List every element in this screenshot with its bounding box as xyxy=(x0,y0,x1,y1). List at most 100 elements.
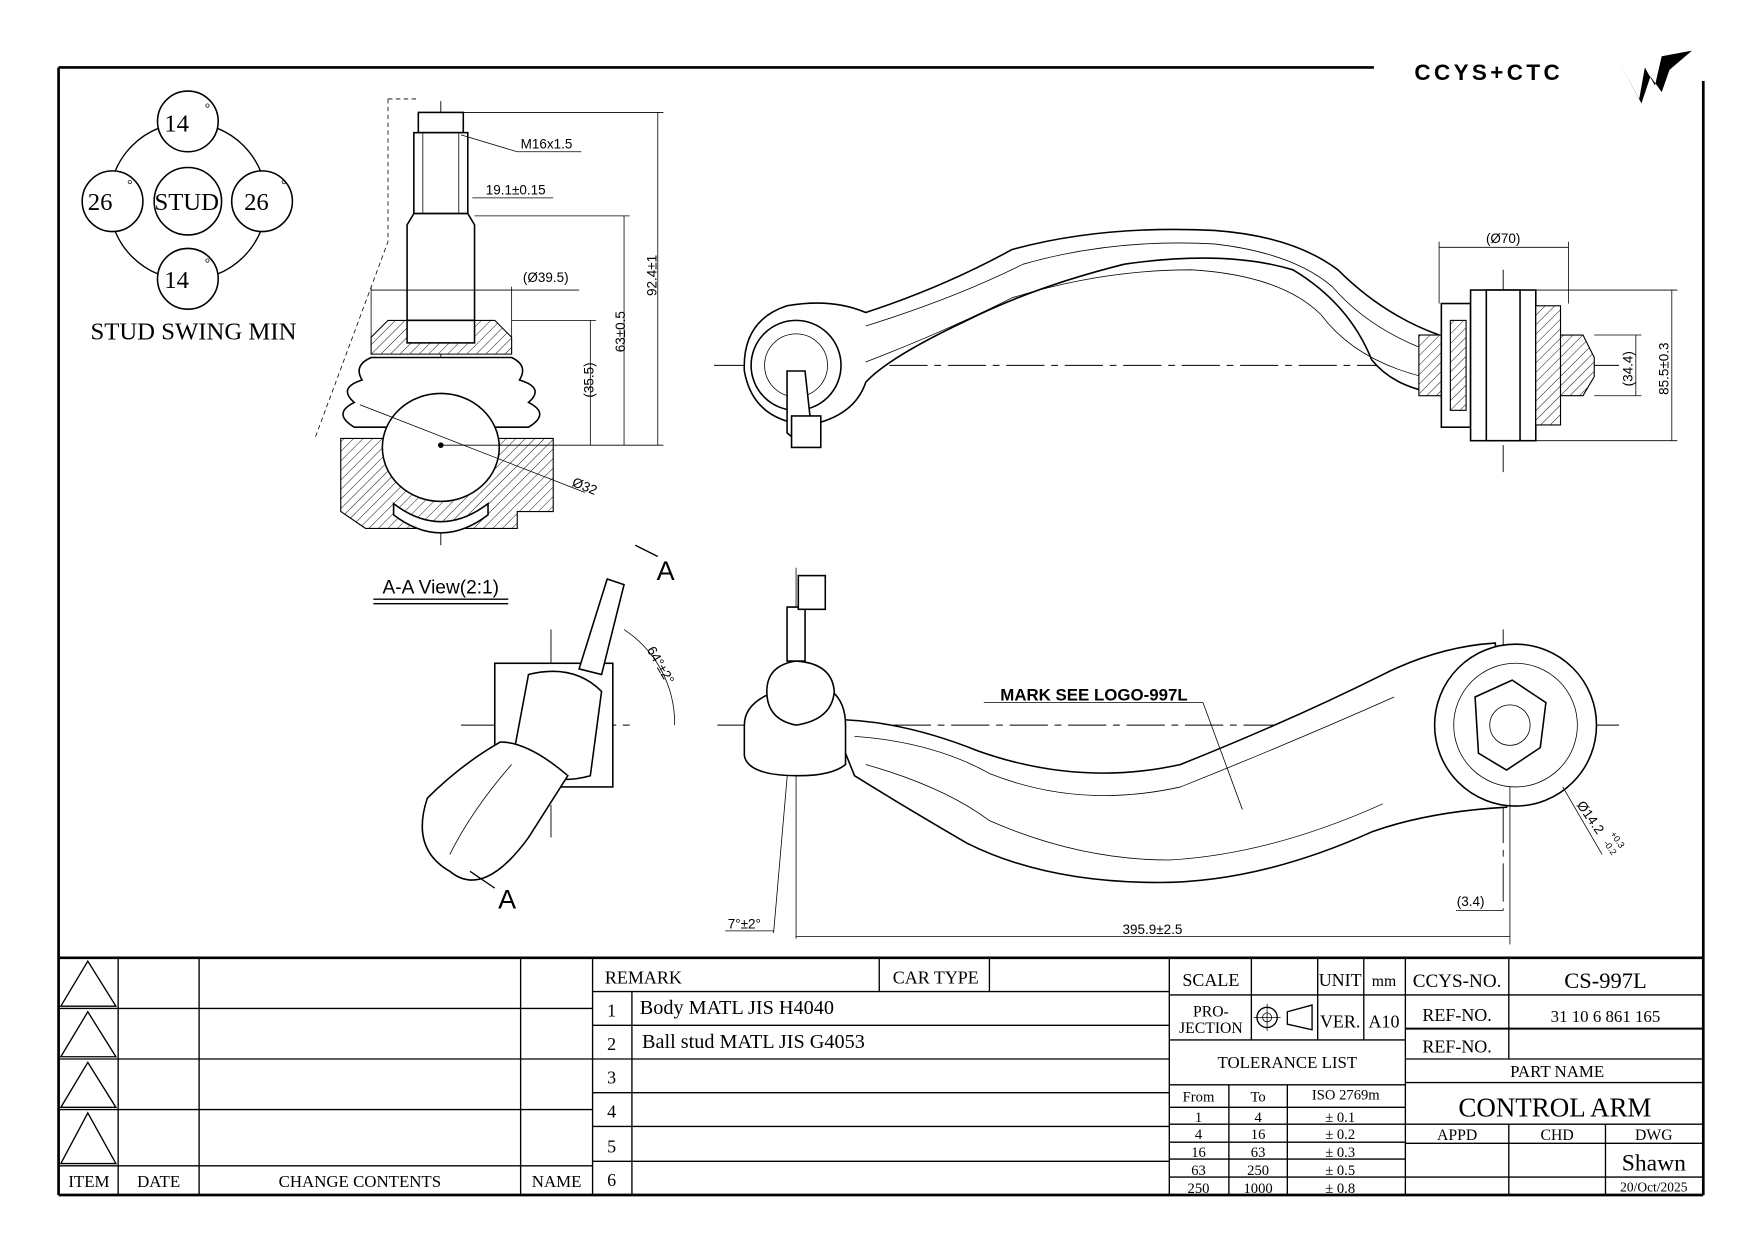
car-type-label: CAR TYPE xyxy=(893,968,979,988)
remark-text: Ball stud MATL JIS G4053 xyxy=(642,1031,865,1053)
logo-text: CCYS+CTC xyxy=(1414,60,1563,85)
swing-angle-dimension: 64°±2° xyxy=(644,644,677,687)
projection-label: PRO- xyxy=(1193,1003,1229,1020)
degree-mark: ° xyxy=(205,100,210,115)
remark-no: 2 xyxy=(607,1034,616,1054)
spec-block: SCALE UNIT mm PRO- JECTION VER. A10 TOLE… xyxy=(1169,957,1407,1197)
tolerance-from: 63 xyxy=(1191,1163,1206,1179)
remark-no: 5 xyxy=(607,1136,616,1156)
tolerance-row: 63 250 ± 0.5 xyxy=(1191,1163,1355,1179)
remark-no: 3 xyxy=(607,1068,616,1088)
boot-diameter-dimension: (Ø39.5) xyxy=(523,270,569,285)
stud-swing-caption: STUD SWING MIN xyxy=(90,319,296,346)
tolerance-value: ± 0.3 xyxy=(1325,1145,1355,1161)
tolerance-to: 250 xyxy=(1247,1163,1269,1179)
tolerance-row: 1 4 ± 0.1 xyxy=(1195,1110,1355,1126)
tolerance-row: 250 1000 ± 0.8 xyxy=(1188,1181,1356,1197)
overall-length-dimension: 395.9±2.5 xyxy=(1122,922,1182,937)
projection-label: JECTION xyxy=(1179,1020,1243,1037)
remark-table: REMARK CAR TYPE 1 Body MATL JIS H4040 2 … xyxy=(592,957,1170,1196)
title-block: CCYS-NO. CS-997L REF-NO. 31 10 6 861 165… xyxy=(1405,957,1704,1196)
degree-mark: ° xyxy=(281,177,286,192)
tolerance-row: 16 63 ± 0.3 xyxy=(1191,1145,1355,1161)
angled-ball-joint-view: A A 64°±2° xyxy=(421,544,677,914)
drawing-date: 20/Oct/2025 xyxy=(1620,1180,1688,1195)
drawn-label: DWG xyxy=(1635,1127,1673,1144)
degree-mark: ° xyxy=(205,256,210,271)
swing-center-label: STUD xyxy=(154,189,219,216)
checked-label: CHD xyxy=(1541,1127,1574,1144)
swing-right-value: 26 xyxy=(244,189,269,216)
section-view-aa: M16x1.5 19.1±0.15 (Ø39.5) 92.4±1 63±0.5 … xyxy=(314,98,664,605)
part-name-value: CONTROL ARM xyxy=(1458,1092,1651,1122)
ball-diameter-dimension: Ø32 xyxy=(570,475,599,498)
offset-dimension: (3.4) xyxy=(1457,894,1485,909)
tolerance-from: 250 xyxy=(1188,1181,1210,1197)
revision-header-date: DATE xyxy=(137,1172,180,1191)
approved-label: APPD xyxy=(1437,1127,1477,1144)
bore-diameter-dimension: Ø14.2 xyxy=(1574,798,1607,837)
stud-angle-dimension: 7°±2° xyxy=(728,917,761,932)
side-view-arm: MARK SEE LOGO-997L Ø14.2 +0.3 -0.2 (3.4)… xyxy=(717,567,1627,945)
tolerance-to: 16 xyxy=(1251,1127,1266,1143)
version-value: A10 xyxy=(1369,1012,1400,1032)
tolerance-value: ± 0.5 xyxy=(1325,1163,1355,1179)
drawing-frame xyxy=(57,66,1705,1197)
tolerance-to: 63 xyxy=(1251,1145,1266,1161)
low-height-dimension: (35.5) xyxy=(582,362,597,397)
tolerance-from: 16 xyxy=(1191,1145,1206,1161)
remark-no: 1 xyxy=(607,1000,616,1020)
stud-swing-diagram: 14 ° 26 ° STUD 26 ° 14 ° STUD SWING MIN xyxy=(81,90,297,346)
ref-no-value: 31 10 6 861 165 xyxy=(1551,1007,1661,1026)
unit-value: mm xyxy=(1372,973,1396,990)
logo-mark-note: MARK SEE LOGO-997L xyxy=(1000,685,1187,704)
ccys-no-value: CS-997L xyxy=(1564,968,1646,993)
bushing-width-dimension: 85.5±0.3 xyxy=(1656,343,1671,395)
bushing-inner-dimension: (34.4) xyxy=(1620,351,1635,386)
tolerance-to: 1000 xyxy=(1243,1181,1272,1197)
remark-no: 6 xyxy=(607,1170,616,1190)
ccys-no-label: CCYS-NO. xyxy=(1413,971,1502,992)
first-angle-projection-icon xyxy=(1253,1003,1313,1031)
tolerance-row: 4 16 ± 0.2 xyxy=(1195,1127,1355,1143)
tolerance-value: ± 0.8 xyxy=(1325,1181,1355,1197)
tolerance-list-title: TOLERANCE LIST xyxy=(1217,1053,1357,1072)
remark-row: 5 xyxy=(607,1136,616,1156)
version-label: VER. xyxy=(1320,1012,1360,1032)
remark-row: 1 Body MATL JIS H4040 xyxy=(607,997,834,1020)
mid-height-dimension: 63±0.5 xyxy=(613,311,628,352)
tolerance-to: 4 xyxy=(1254,1110,1262,1126)
remark-label: REMARK xyxy=(605,968,682,988)
bushing-diameter-dimension: (Ø70) xyxy=(1486,231,1520,246)
degree-mark: ° xyxy=(127,177,132,192)
total-height-dimension: 92.4±1 xyxy=(645,255,660,296)
swing-left-value: 26 xyxy=(88,189,113,216)
revision-header-name: NAME xyxy=(532,1172,582,1191)
remark-text: Body MATL JIS H4040 xyxy=(640,997,834,1019)
section-mark-a-bottom: A xyxy=(498,884,516,914)
drawn-by-value: Shawn xyxy=(1622,1150,1686,1176)
tolerance-from: 1 xyxy=(1195,1110,1202,1126)
remark-no: 4 xyxy=(607,1101,616,1121)
remark-row: 4 xyxy=(607,1101,616,1121)
taper-dimension: 19.1±0.15 xyxy=(486,182,546,197)
tolerance-value: ± 0.2 xyxy=(1325,1127,1355,1143)
logo-mark-icon xyxy=(1618,50,1693,104)
revision-table: ITEM DATE CHANGE CONTENTS NAME xyxy=(58,957,594,1196)
swing-top-value: 14 xyxy=(164,111,189,138)
remark-row: 6 xyxy=(607,1170,616,1190)
revision-header-item: ITEM xyxy=(68,1172,109,1191)
tolerance-value: ± 0.1 xyxy=(1325,1110,1355,1126)
tolerance-from: 4 xyxy=(1195,1127,1203,1143)
section-view-title: A-A View(2:1) xyxy=(383,578,499,599)
scale-label: SCALE xyxy=(1182,970,1239,990)
thread-dimension: M16x1.5 xyxy=(521,136,573,151)
tolerance-header-to: To xyxy=(1250,1090,1265,1106)
ccys-ctc-logo: CCYS+CTC xyxy=(1414,50,1693,104)
remark-row: 2 Ball stud MATL JIS G4053 xyxy=(607,1031,865,1054)
tolerance-header-iso: ISO 2769m xyxy=(1312,1087,1380,1103)
top-view-arm: (Ø70) (34.4) 85.5±0.3 xyxy=(713,228,1678,473)
remark-row: 3 xyxy=(607,1068,616,1088)
swing-bottom-value: 14 xyxy=(164,267,189,294)
ref-no2-label: REF-NO. xyxy=(1422,1036,1491,1056)
